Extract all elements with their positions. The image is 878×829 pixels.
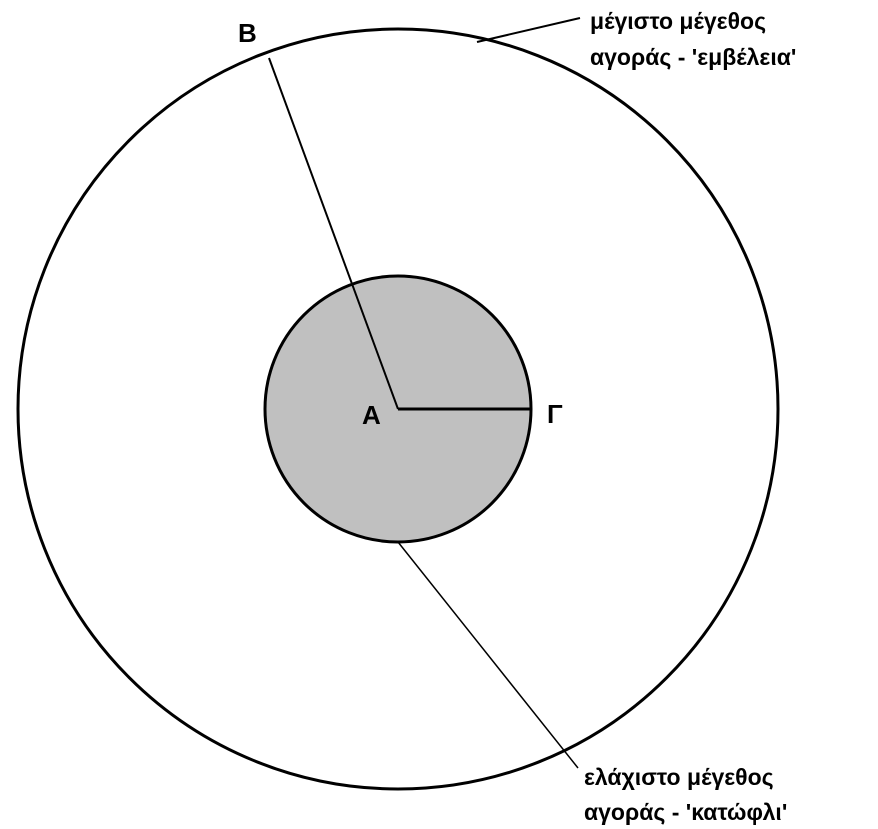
point-label-inner: Γ: [547, 399, 563, 429]
radius-line-a-b: [268, 57, 399, 410]
point-label-center: Α: [362, 400, 381, 430]
inner-annotation-line2: αγοράς - 'κατώφλι': [584, 799, 787, 825]
outer-annotation-line2: αγοράς - 'εμβέλεια': [590, 44, 796, 70]
inner-annotation-line1: ελάχιστο μέγεθος: [584, 764, 774, 790]
inner-annotation-leader: [397, 541, 579, 769]
outer-annotation-leader: [476, 17, 581, 43]
point-label-outer: Β: [238, 18, 257, 48]
outer-annotation-line1: μέγιστο μέγεθος: [590, 8, 766, 34]
